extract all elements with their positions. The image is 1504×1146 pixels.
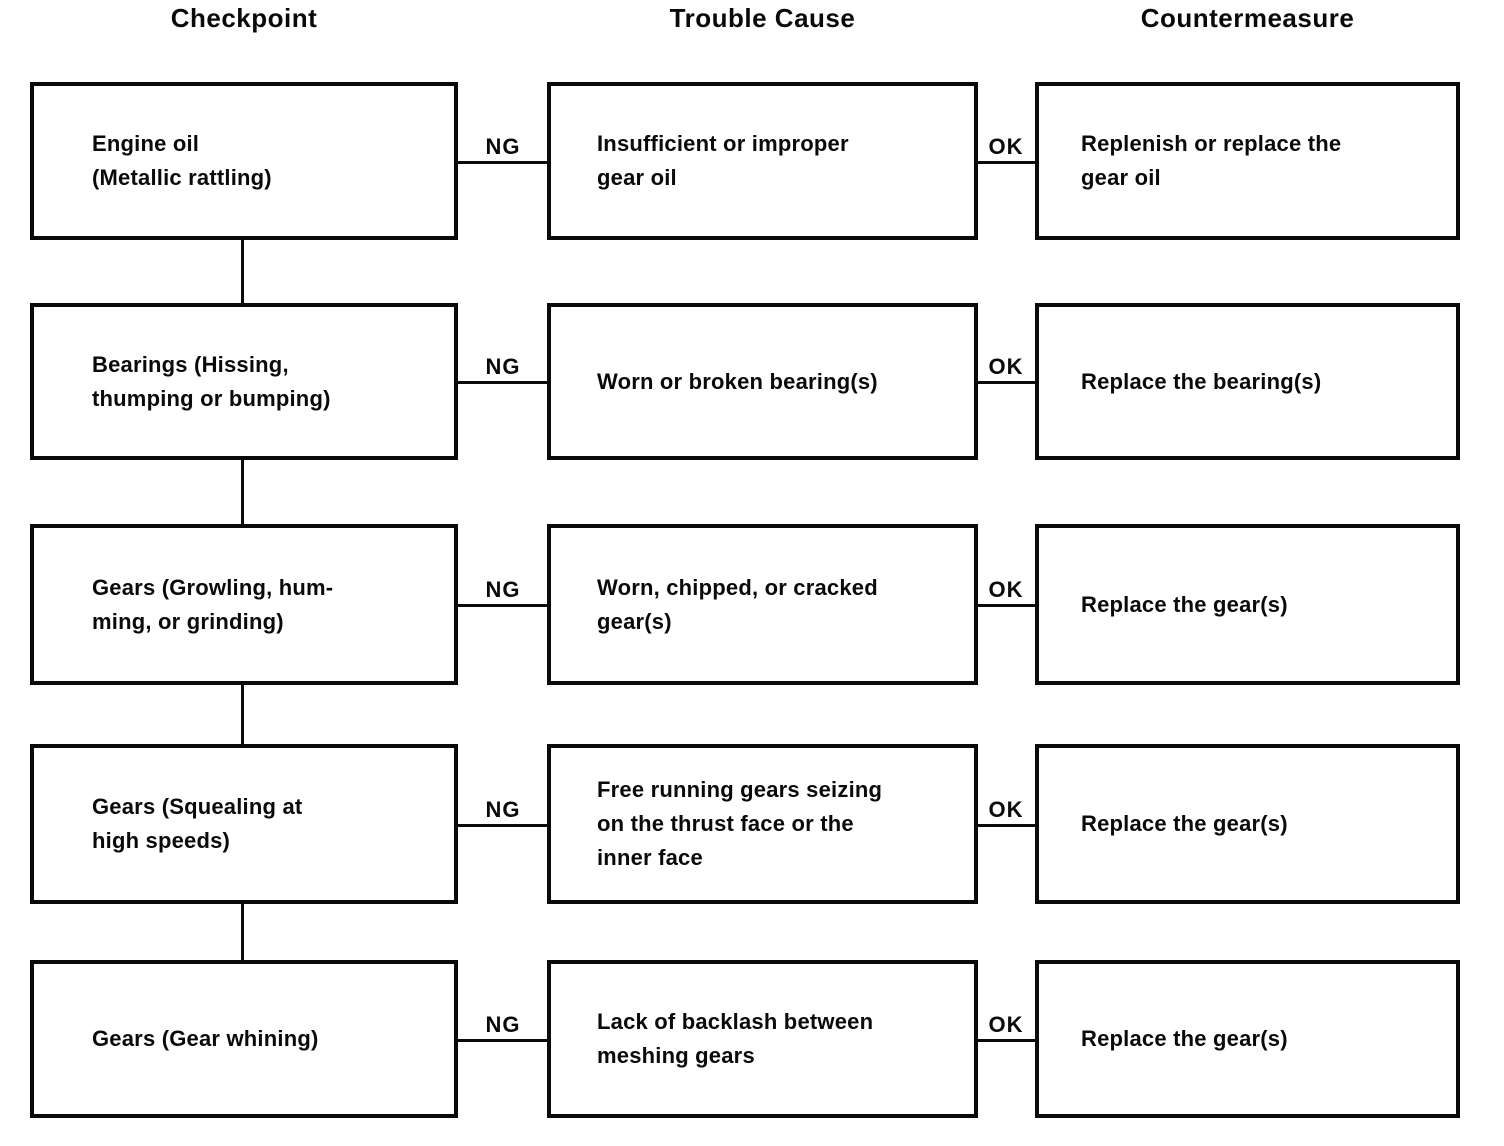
column-header-countermeasure: Countermeasure (1140, 3, 1355, 33)
checkpoint-box: Gears (Gear whining) (30, 960, 458, 1118)
checkpoint-text: Gears (Squealing at high speeds) (92, 794, 303, 853)
ng-label: NG (485, 354, 521, 379)
trouble-cause-box: Lack of backlash between meshing gears (547, 960, 978, 1118)
checkpoint-box: Engine oil (Metallic rattling) (30, 82, 458, 240)
ng-label: NG (485, 797, 521, 822)
countermeasure-box: Replace the gear(s) (1035, 524, 1460, 685)
ok-connector-line: OK (977, 797, 1035, 827)
trouble-cause-text: Lack of backlash between meshing gears (597, 1009, 874, 1068)
ok-label: OK (988, 1012, 1024, 1037)
countermeasure-text: Replace the gear(s) (1081, 811, 1288, 836)
ok-connector-line: OK (977, 134, 1035, 164)
ok-connector-line: OK (977, 1012, 1035, 1042)
ng-connector-line: NG (458, 354, 548, 384)
trouble-cause-box: Worn, chipped, or cracked gear(s) (547, 524, 978, 685)
column-header-trouble-cause: Trouble Cause (669, 3, 856, 33)
countermeasure-text: Replace the gear(s) (1081, 591, 1288, 617)
ok-connector-line: OK (977, 577, 1035, 607)
checkpoint-link-line (241, 238, 244, 305)
trouble-cause-text: Worn, chipped, or cracked gear(s) (597, 574, 878, 634)
countermeasure-text: Replace the bearing(s) (1081, 368, 1322, 394)
checkpoint-link-line (241, 683, 244, 746)
ng-label: NG (485, 134, 521, 159)
countermeasure-box: Replace the gear(s) (1035, 960, 1460, 1118)
checkpoint-link-line (241, 902, 244, 962)
trouble-cause-box: Worn or broken bearing(s) (547, 303, 978, 460)
ng-connector-line: NG (458, 797, 548, 827)
countermeasure-box: Replace the bearing(s) (1035, 303, 1460, 460)
ok-label: OK (988, 797, 1024, 822)
checkpoint-text: Bearings (Hissing, thumping or bumping) (92, 351, 331, 411)
ng-connector-line: NG (458, 1012, 548, 1042)
ok-label: OK (988, 134, 1024, 159)
countermeasure-text: Replace the gear(s) (1081, 1026, 1288, 1051)
checkpoint-text: Gears (Gear whining) (92, 1026, 319, 1051)
trouble-cause-box: Insufficient or improper gear oil (547, 82, 978, 240)
ng-label: NG (485, 577, 521, 602)
ng-connector-line: NG (458, 577, 548, 607)
ng-label: NG (485, 1012, 521, 1037)
countermeasure-box: Replenish or replace the gear oil (1035, 82, 1460, 240)
ok-label: OK (988, 577, 1024, 602)
checkpoint-box: Gears (Growling, hum- ming, or grinding) (30, 524, 458, 685)
trouble-cause-text: Insufficient or improper gear oil (597, 131, 849, 190)
ok-label: OK (988, 354, 1024, 379)
checkpoint-text: Engine oil (Metallic rattling) (92, 131, 272, 190)
checkpoint-box: Bearings (Hissing, thumping or bumping) (30, 303, 458, 460)
trouble-cause-box: Free running gears seizing on the thrust… (547, 744, 978, 904)
checkpoint-link-line (241, 458, 244, 526)
trouble-cause-text: Free running gears seizing on the thrust… (597, 777, 883, 870)
ok-connector-line: OK (977, 354, 1035, 384)
countermeasure-text: Replenish or replace the gear oil (1081, 131, 1342, 190)
column-header-checkpoint: Checkpoint (170, 3, 318, 33)
checkpoint-text: Gears (Growling, hum- ming, or grinding) (92, 574, 334, 634)
ng-connector-line: NG (458, 134, 548, 164)
countermeasure-box: Replace the gear(s) (1035, 744, 1460, 904)
trouble-cause-text: Worn or broken bearing(s) (597, 368, 878, 394)
checkpoint-box: Gears (Squealing at high speeds) (30, 744, 458, 904)
